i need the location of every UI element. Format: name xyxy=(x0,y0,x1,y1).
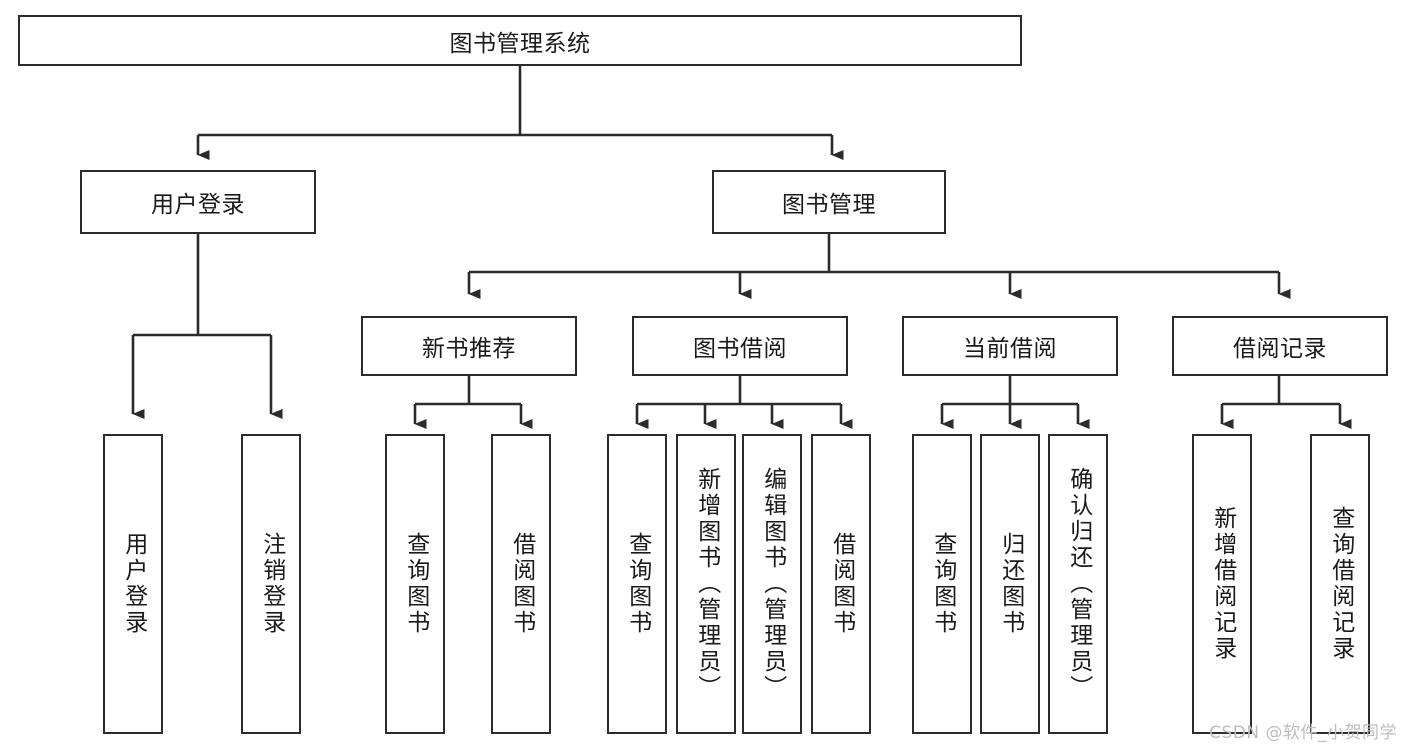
leaf-user-login[interactable]: 用户登录 xyxy=(103,434,163,734)
leaf-query-book-borrow-label: 查询图书 xyxy=(624,532,651,636)
leaf-borrow-book[interactable]: 借阅图书 xyxy=(811,434,871,734)
leaf-logout[interactable]: 注销登录 xyxy=(241,434,301,734)
node-current-borrow-label: 当前借阅 xyxy=(963,336,1057,362)
node-user-login[interactable]: 用户登录 xyxy=(80,170,316,234)
node-borrow-records[interactable]: 借阅记录 xyxy=(1172,316,1388,376)
node-current-borrow[interactable]: 当前借阅 xyxy=(902,316,1118,376)
node-book-management[interactable]: 图书管理 xyxy=(712,170,946,234)
node-new-book-recommend-label: 新书推荐 xyxy=(422,336,516,362)
leaf-confirm-return-admin-label: 确认归还（管理员） xyxy=(1065,467,1092,701)
leaf-logout-label: 注销登录 xyxy=(258,532,285,636)
leaf-query-book-recommend[interactable]: 查询图书 xyxy=(385,434,445,734)
leaf-add-borrow-record-label: 新增借阅记录 xyxy=(1209,506,1236,662)
leaf-query-borrow-record[interactable]: 查询借阅记录 xyxy=(1310,434,1370,734)
node-borrow-records-label: 借阅记录 xyxy=(1233,336,1327,362)
leaf-edit-book-admin[interactable]: 编辑图书（管理员） xyxy=(742,434,802,734)
leaf-query-book-recommend-label: 查询图书 xyxy=(402,532,429,636)
leaf-borrow-book-recommend-label: 借阅图书 xyxy=(508,532,535,636)
node-book-management-label: 图书管理 xyxy=(782,192,876,218)
leaf-add-borrow-record[interactable]: 新增借阅记录 xyxy=(1192,434,1252,734)
leaf-query-book-current-label: 查询图书 xyxy=(929,532,956,636)
leaf-return-book[interactable]: 归还图书 xyxy=(980,434,1040,734)
leaf-confirm-return-admin[interactable]: 确认归还（管理员） xyxy=(1048,434,1108,734)
node-user-login-label: 用户登录 xyxy=(151,192,245,218)
leaf-borrow-book-recommend[interactable]: 借阅图书 xyxy=(491,434,551,734)
leaf-query-book-current[interactable]: 查询图书 xyxy=(912,434,972,734)
leaf-borrow-book-label: 借阅图书 xyxy=(828,532,855,636)
leaf-query-book-borrow[interactable]: 查询图书 xyxy=(607,434,667,734)
node-new-book-recommend[interactable]: 新书推荐 xyxy=(361,316,577,376)
leaf-user-login-label: 用户登录 xyxy=(120,532,147,636)
leaf-edit-book-admin-label: 编辑图书（管理员） xyxy=(759,467,786,701)
leaf-query-borrow-record-label: 查询借阅记录 xyxy=(1327,506,1354,662)
node-book-borrow-label: 图书借阅 xyxy=(693,336,787,362)
node-book-borrow[interactable]: 图书借阅 xyxy=(632,316,848,376)
leaf-add-book-admin-label: 新增图书（管理员） xyxy=(693,467,720,701)
node-root-label: 图书管理系统 xyxy=(449,30,591,57)
node-root[interactable]: 图书管理系统 xyxy=(18,15,1022,66)
leaf-add-book-admin[interactable]: 新增图书（管理员） xyxy=(676,434,736,734)
leaf-return-book-label: 归还图书 xyxy=(997,532,1024,636)
csdn-watermark: CSDN @软件_小贺同学 xyxy=(1209,723,1397,743)
